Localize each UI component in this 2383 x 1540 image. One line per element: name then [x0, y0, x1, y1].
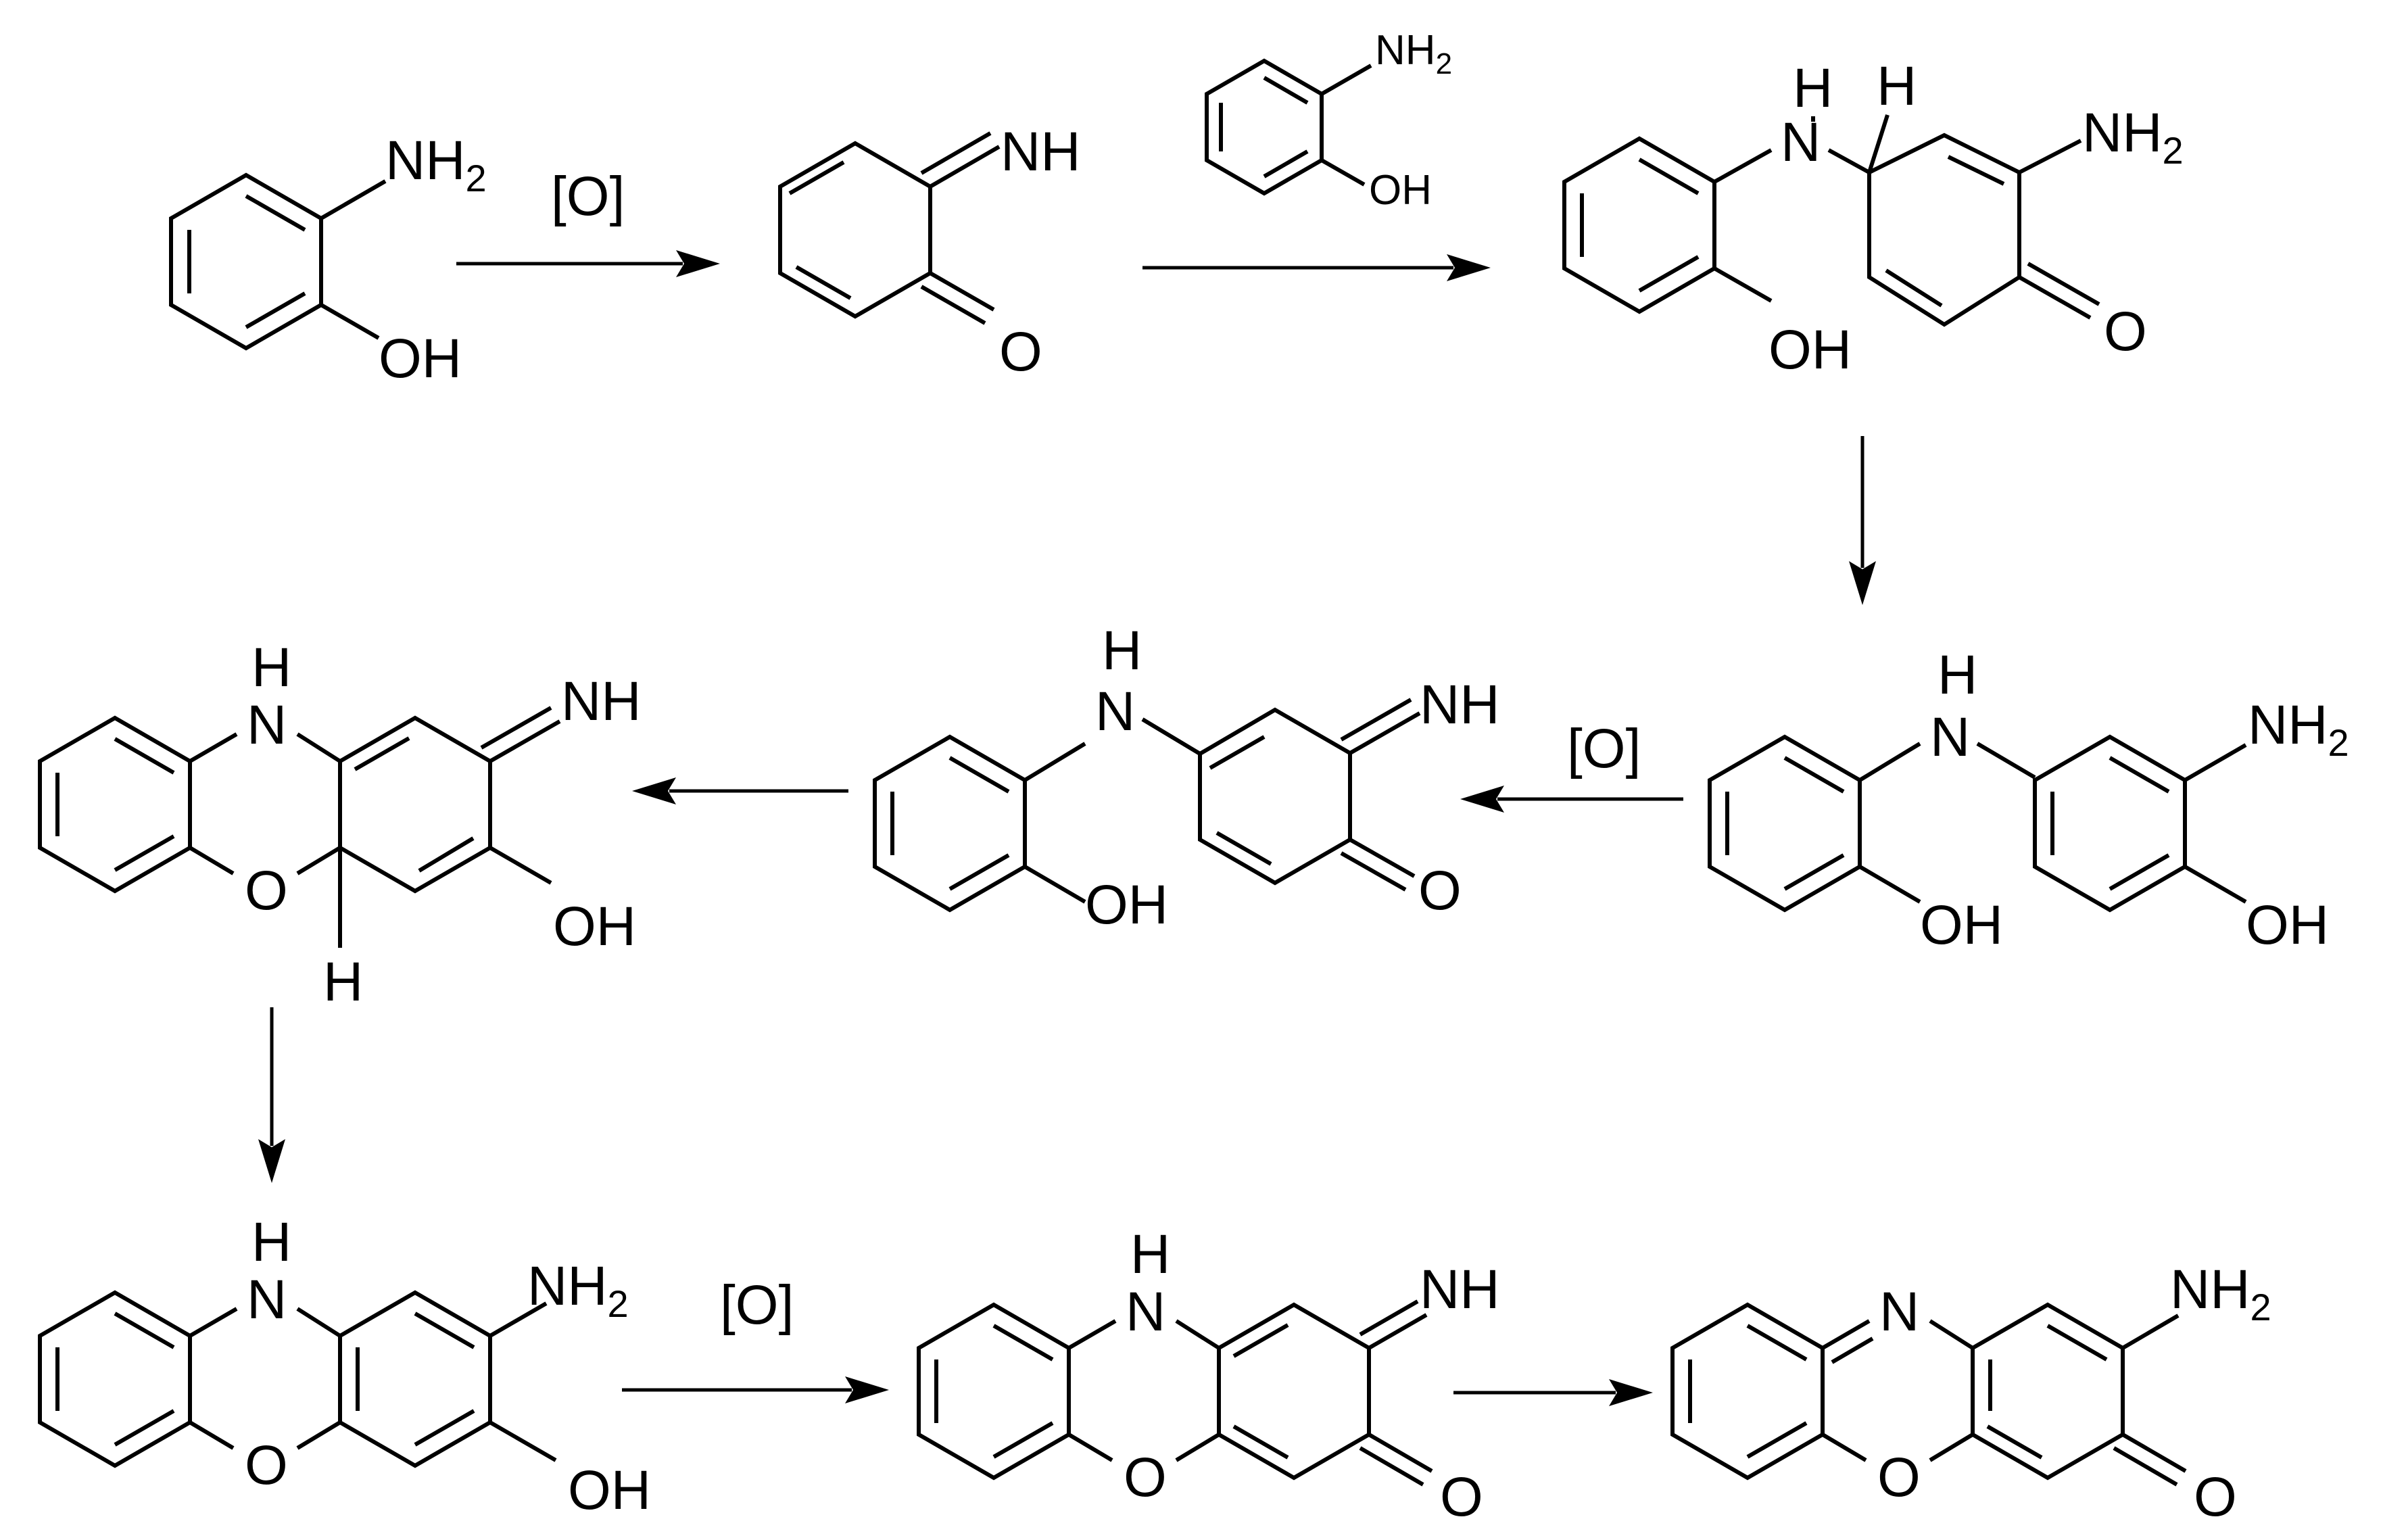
oh-label: OH: [553, 896, 636, 957]
o-label: O: [2104, 301, 2147, 362]
o-label: O: [2194, 1466, 2237, 1528]
o-label: O: [1124, 1447, 1167, 1508]
oh-label: OH: [1369, 167, 1432, 214]
h-label: H: [1130, 1224, 1170, 1285]
reaction-arrow-1: [O]: [456, 166, 720, 277]
nh-label: NH: [561, 671, 641, 732]
h-label: H: [323, 951, 363, 1013]
compound-diarylamine: N H OH NH2 OH: [1708, 644, 2349, 956]
reaction-arrow-3: [1849, 436, 1876, 605]
nh-label: NH: [1420, 674, 1499, 736]
reaction-arrow-6: [258, 1007, 285, 1183]
n-label: N: [1930, 706, 1970, 768]
reaction-arrow-4: [O]: [1460, 718, 1683, 813]
compound-aminophenoxazinone: N O NH2 O: [1670, 1259, 2271, 1528]
nh-label: NH: [1001, 121, 1080, 183]
h-label: H: [1102, 620, 1142, 681]
h-label: H: [251, 637, 291, 698]
compound-quinone-imine: NH O: [778, 121, 1080, 383]
o-label: O: [999, 321, 1042, 383]
nh2-label: NH2: [385, 130, 487, 199]
h-label: H: [1877, 55, 1917, 117]
oh-label: OH: [1768, 319, 1852, 381]
o-label: O: [1440, 1466, 1483, 1528]
n-label: N: [1781, 112, 1821, 173]
o-label: O: [245, 1435, 288, 1496]
h-label: H: [1793, 57, 1833, 119]
oh-label: OH: [568, 1460, 651, 1521]
oh-label: OH: [1920, 894, 2003, 956]
oh-label: OH: [1085, 874, 1168, 936]
reaction-arrow-7: [O]: [622, 1274, 889, 1403]
nh2-label: NH2: [527, 1255, 629, 1325]
o-label: O: [1418, 860, 1462, 921]
nh2-label: NH2: [2248, 694, 2349, 764]
compound-phenoxazine-imine: N H O NH O: [917, 1224, 1499, 1528]
oh-label: OH: [379, 328, 462, 389]
compound-dihydrophenoxazine: N H O NH2 OH: [38, 1211, 651, 1521]
oxidation-label: [O]: [551, 166, 625, 227]
oxidation-label: [O]: [720, 1274, 794, 1336]
h-label: H: [251, 1211, 291, 1273]
n-label: N: [1126, 1281, 1165, 1343]
compound-2-aminophenol: NH2 OH: [169, 130, 487, 389]
o-label: O: [245, 860, 288, 921]
n-label: N: [247, 1269, 287, 1330]
nh2-label: NH2: [2170, 1259, 2271, 1328]
o-label: O: [1877, 1447, 1921, 1508]
n-label: N: [1879, 1281, 1919, 1343]
reagent-2-aminophenol: NH2 OH: [1205, 27, 1452, 214]
reaction-arrow-8: [1453, 1379, 1653, 1406]
h-label: H: [1937, 644, 1977, 706]
nh2-label: NH2: [1375, 27, 1452, 80]
nh2-label: NH2: [2082, 102, 2184, 172]
oxidation-label: [O]: [1567, 718, 1641, 779]
n-label: N: [247, 694, 287, 756]
n-label: N: [1095, 681, 1135, 742]
compound-adduct: N H OH H NH2 O: [1562, 55, 2184, 381]
reaction-arrow-2: [1142, 254, 1491, 281]
nh-label: NH: [1420, 1259, 1499, 1320]
reaction-arrow-5: [632, 777, 848, 804]
compound-quinone-imine-adduct: N H OH NH O: [873, 620, 1499, 936]
oh-label: OH: [2246, 894, 2329, 956]
compound-cyclized-intermediate: N H O H NH OH: [38, 637, 641, 1013]
